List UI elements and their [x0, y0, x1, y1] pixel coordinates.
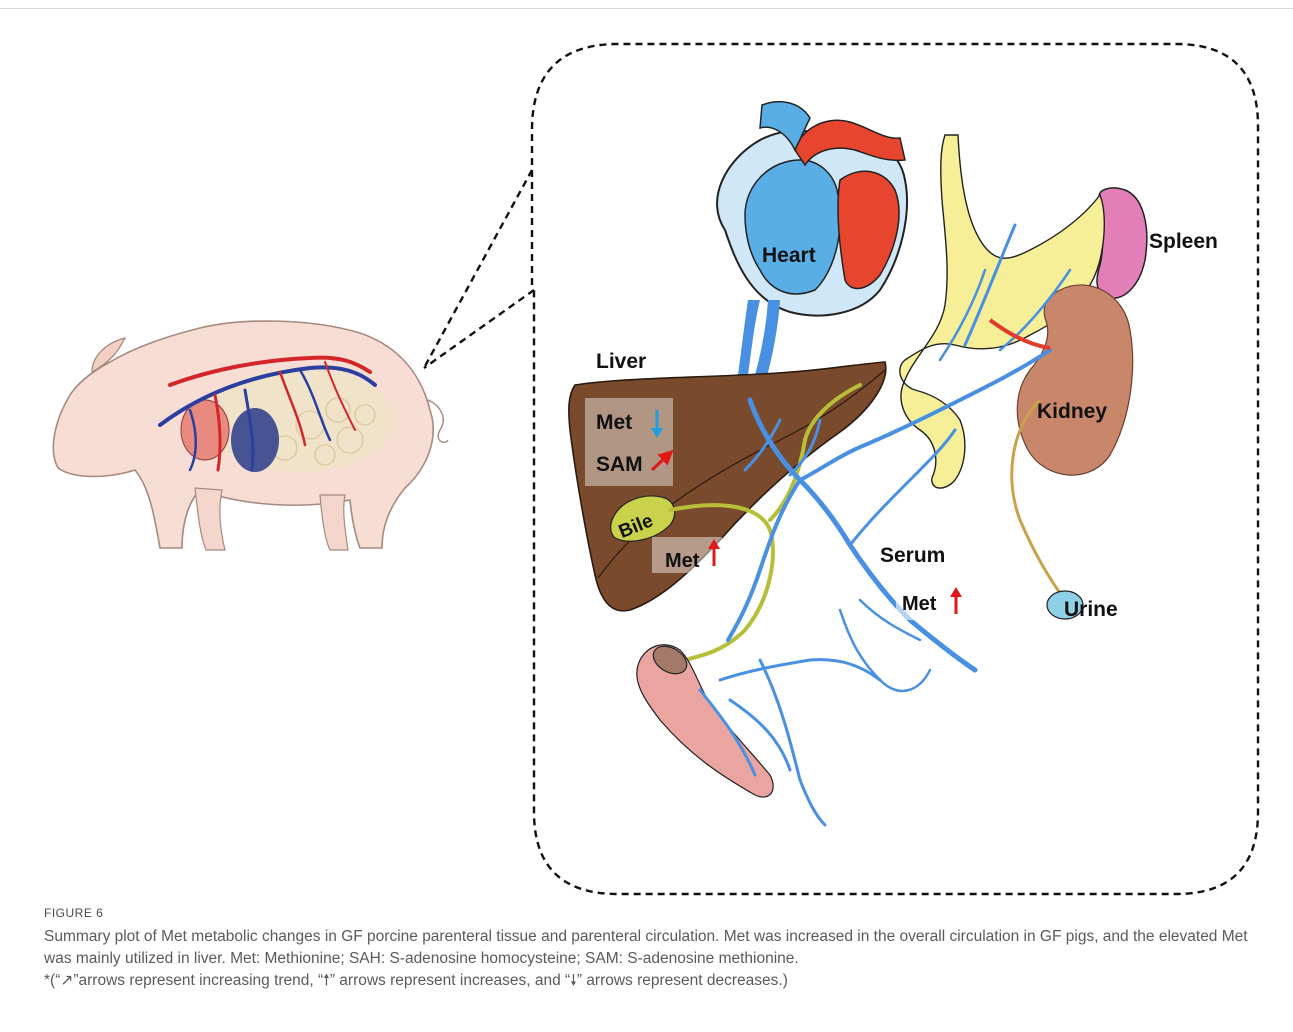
label-kidney: Kidney — [1037, 400, 1107, 423]
marker-serum-met: Met — [902, 593, 937, 615]
pig-illustration — [53, 321, 448, 550]
metabolism-figure: Heart Spleen Liver Kidney Bile Serum Uri… — [0, 0, 1293, 900]
marker-liver-met: Met — [596, 411, 632, 434]
label-heart: Heart — [762, 244, 816, 267]
figure-caption: FIGURE 6 Summary plot of Met metabolic c… — [44, 906, 1264, 992]
label-urine: Urine — [1064, 598, 1118, 621]
label-serum: Serum — [880, 544, 945, 567]
caption-text: Summary plot of Met metabolic changes in… — [44, 926, 1264, 970]
label-spleen: Spleen — [1149, 230, 1218, 253]
pig-liver — [231, 408, 279, 472]
pig-fore-leg — [195, 488, 225, 550]
label-liver: Liver — [596, 350, 646, 373]
pig-heart — [181, 400, 229, 460]
marker-bile-met: Met — [665, 550, 700, 572]
figure-label: FIGURE 6 — [44, 906, 1264, 920]
spleen-illustration — [1097, 188, 1147, 298]
intestine-illustration — [637, 645, 773, 797]
pig-hind-leg — [320, 495, 348, 550]
marker-liver-sam: SAM — [596, 453, 643, 476]
caption-arrow-note: *(“↗”arrows represent increasing trend, … — [44, 970, 1264, 992]
